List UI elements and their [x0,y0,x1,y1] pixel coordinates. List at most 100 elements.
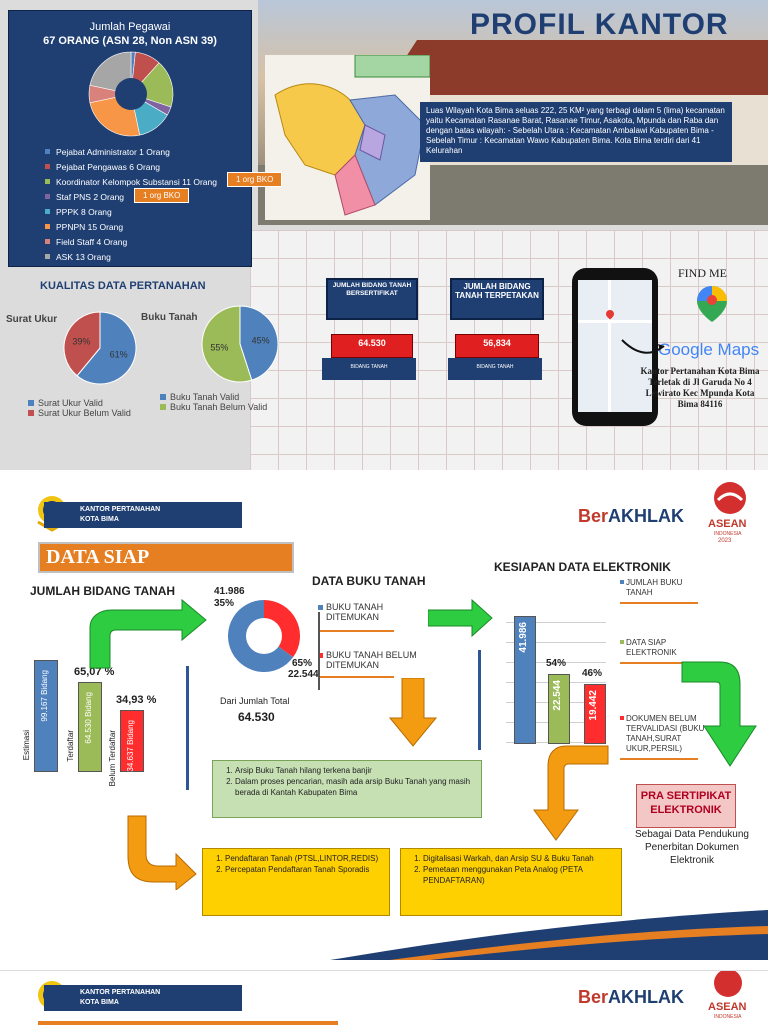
buku-tanah-pie: 45%55% [200,304,280,384]
bt-valid-label: 45% [252,336,270,346]
jumlah-bar-label-1: 64.530 Bidang [84,692,93,744]
legend-su-invalid: Surat Ukur Belum Valid [28,408,131,418]
header-org: KANTOR PERTANAHAN [80,989,161,996]
kesiapan-bar-pct-2: 46% [582,668,603,679]
legend-swatch [620,640,624,644]
header-bar: KANTOR PERTANAHAN KOTA BIMA [44,502,242,528]
surat-ukur-label: Surat Ukur [6,314,58,325]
jumlah-bar-pct-2: 34,93 % [116,694,157,706]
buku-tanah-list: BUKU TANAH DITEMUKAN BUKU TANAH BELUM DI… [318,602,428,678]
office-address: Kantor Pertanahan Kota Bima Terletak di … [640,366,760,409]
su-valid-slice [76,311,137,385]
pegawai-legend-item: Pejabat Pengawas 6 Orang [45,159,255,174]
legend-swatch [45,209,50,214]
su-invalid-label: 39% [72,336,90,346]
pegawai-legend-item: ASK 13 Orang [45,249,255,264]
kota-bima-map [265,54,431,220]
google-maps-icon [694,284,730,324]
yellow-box-left: Pendaftaran Tanah (PTSL,LINTOR,REDIS) Pe… [202,848,390,916]
donut-top-value: 41.986 [214,586,245,597]
pegawai-legend-label: PPNPN 15 Orang [56,221,124,232]
map-road [608,280,611,412]
wilayah-info-text: Luas Wilayah Kota Bima seluas 222, 25 KM… [426,106,725,155]
berakhlak-akhlak: AKHLAK [608,987,685,1007]
legend-bt-invalid-label: Buku Tanah Belum Valid [170,402,268,412]
value-terpetakan-sub: BIDANG TANAH [448,358,542,380]
asean-sub: INDONESIA [714,1014,742,1020]
divider-line-right [478,650,481,750]
map-pin-icon [604,308,616,320]
kesiapan-legend-label: DOKUMEN BELUM TERVALIDASI (BUKU TANAH,SU… [626,714,705,753]
orange-arrow-bend [124,814,198,892]
buku-tanah-item-2: BUKU TANAH BELUM DITEMUKAN [318,650,428,670]
kualitas-title: KUALITAS DATA PERTANAHAN [40,280,206,292]
kesiapan-bar-label-0: 41.986 [518,622,529,653]
decorative-wave [330,900,768,960]
divider-line-left [186,666,189,790]
pegawai-panel: Jumlah Pegawai 67 ORANG (ASN 28, Non ASN… [8,10,252,267]
bko-badge-2: 1 org BKO [134,188,190,203]
bt-underline [318,676,394,678]
green-arrow-right [427,598,494,638]
header-city: KOTA BIMA [80,516,119,523]
pegawai-legend-item: Staf PNS 2 Orang [45,189,255,204]
jumlah-bidang-title: JUMLAH BIDANG TANAH [30,584,176,598]
header-org: KANTOR PERTANAHAN [80,506,161,513]
pra-sertipikat-box: PRA SERTIPIKAT ELEKTRONIK [636,784,736,828]
slide-data-siap: KANTOR PERTANAHAN KOTA BIMA BerAKHLAK AS… [0,470,768,970]
box-bersertifikat: JUMLAH BIDANG TANAH BERSERTIFIKAT [326,278,418,320]
legend-swatch [45,194,50,199]
map-road [578,320,652,323]
legend-swatch [45,164,50,169]
legend-bt-invalid: Buku Tanah Belum Valid [160,402,267,412]
kesiapan-bar-0 [514,616,536,744]
green-note-item: Arsip Buku Tanah hilang terkena banjir [235,765,473,776]
yellow-box-right: Digitalisasi Warkah, dan Arsip SU & Buku… [400,848,622,916]
kesiapan-underline [620,662,698,664]
pegawai-donut-hole [115,78,147,110]
arrow-to-maps [620,336,668,360]
pegawai-legend-label: Field Staff 4 Orang [56,236,128,247]
pegawai-legend-item: Koordinator Kelompok Substansi 11 Orang [45,174,255,189]
green-note-box: Arsip Buku Tanah hilang terkena banjir D… [212,760,482,818]
google-maps-wordmark: Google Maps [658,340,760,359]
pegawai-legend-item: Field Staff 4 Orang [45,234,255,249]
jumlah-bar-2 [120,710,144,772]
legend-swatch [620,580,624,584]
yellow-left-list: Pendaftaran Tanah (PTSL,LINTOR,REDIS) Pe… [211,853,381,875]
value-terpetakan: 56,834 [455,334,539,358]
legend-swatch [160,404,166,410]
asean-year: 2023 [718,538,732,544]
kesiapan-gridline [506,662,606,663]
kesiapan-donut [226,598,302,674]
jumlah-bar-label-2: 34.637 Bidang [126,720,135,772]
berakhlak-ber: Ber [578,987,609,1007]
donut2-red-slice [264,600,300,658]
next-slide-banner [38,1021,338,1025]
asean-logo-icon [712,971,744,999]
legend-swatch [45,179,50,184]
jumlah-bar-pct-1: 65,07 % [74,666,115,678]
bt-swatch [318,605,323,610]
kesiapan-underline [620,758,698,760]
phone-mockup [572,268,658,426]
jumlah-bar-0 [34,660,58,772]
green-note-list: Arsip Buku Tanah hilang terkena banjir D… [221,765,473,798]
orange-arrow-down-right [530,744,610,844]
buku-tanah-item-2-label: BUKU TANAH BELUM DITEMUKAN [326,650,417,670]
kesiapan-gridline [506,622,606,623]
berakhlak-logo: BerAKHLAK [578,506,684,527]
legend-swatch [45,254,50,259]
bko-badge-1: 1 org BKO [227,172,283,187]
asean-label: ASEAN [708,1001,747,1013]
legend-swatch [160,394,166,400]
legend-swatch [620,716,624,720]
data-siap-banner: DATA SIAP [38,542,294,573]
yellow-left-item: Percepatan Pendaftaran Tanah Sporadis [225,864,381,875]
jumlah-bar-label-0: 99.167 Bidang [40,670,49,722]
kesiapan-legend-item: JUMLAH BUKU TANAH [620,578,710,598]
pegawai-legend-item: PPNPN 15 Orang [45,219,255,234]
pegawai-legend-label: Pejabat Administrator 1 Orang [56,146,170,157]
asean-sub: INDONESIA [714,531,742,537]
box-bersertifikat-label: JUMLAH BIDANG TANAH BERSERTIFIKAT [332,282,412,297]
